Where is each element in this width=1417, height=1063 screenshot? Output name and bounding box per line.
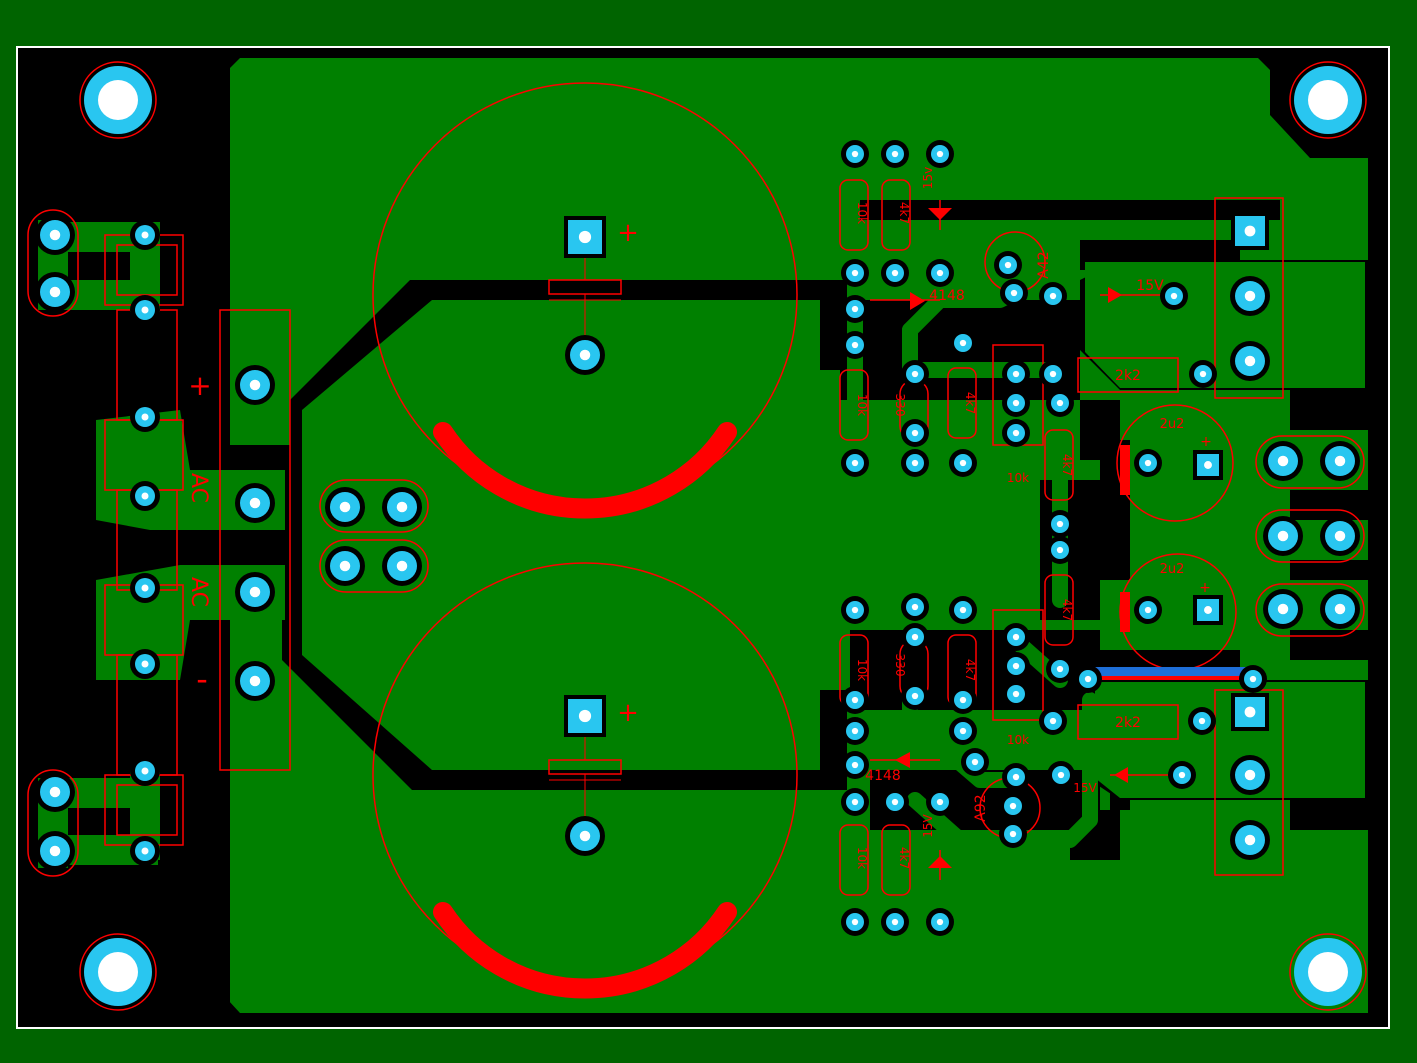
label-bottom-zener-a: 15V [1073,781,1097,795]
label-top-cap-330: 330 [893,394,907,417]
label-top-r-4k7-c: 4k7 [1060,454,1074,476]
label-top-pot-10k: 10k [1007,471,1029,485]
capacitor-top [372,82,798,519]
label-bottom-cap-330: 330 [893,654,907,677]
label-cap-bottom-plus: + [617,698,639,728]
label-bottom-cap-2u2-plus: + [1199,580,1211,596]
mounting-hole-bl [79,933,157,1011]
label-bottom-transistor: A92 [973,794,989,821]
mounting-hole-tr [1289,61,1367,139]
label-top-r-10k-b: 10k [855,394,869,416]
label-bottom-pot-10k: 10k [1007,733,1029,747]
label-bottom-cap-2u2: 2u2 [1160,562,1185,577]
label-top-r-4k7-a: 4k7 [897,202,911,224]
label-top-transistor: A42 [1036,251,1052,278]
capacitor-bottom [372,562,798,999]
label-minus-terminal: - [196,660,208,698]
mounting-hole-tl [79,61,157,139]
label-top-diode: 4148 [929,288,965,304]
label-bottom-r-2k2: 2k2 [1115,715,1141,731]
label-bottom-r-10k-b: 10k [855,847,869,869]
mounting-holes [79,61,1367,1011]
label-cap-top-plus: + [617,218,639,248]
label-top-r-10k-a: 10k [855,202,869,224]
silkscreen-fills [895,208,1130,868]
label-bottom-r-4k7-a: 4k7 [963,659,977,681]
label-plus-terminal: + [188,369,211,402]
label-bottom-r-10k-a: 10k [855,659,869,681]
label-ac-bottom: AC [186,577,211,607]
pads [35,140,1360,936]
label-top-zener-a: 15v [921,167,935,189]
mounting-hole-br [1289,933,1367,1011]
label-bottom-zener-b: 15V [921,813,935,837]
silkscreen-text: + - AC AC + + 10k 4k7 15v A42 4148 15V 2… [186,167,1212,869]
label-top-r-2k2: 2k2 [1115,368,1141,384]
label-top-cap-2u2-plus: + [1200,434,1212,450]
label-bottom-r-4k7-b: 4k7 [897,847,911,869]
label-ac-top: AC [186,473,211,503]
label-top-r-4k7-b: 4k7 [963,392,977,414]
label-bottom-diode: 4148 [865,768,901,784]
label-top-cap-2u2: 2u2 [1160,417,1185,432]
label-bottom-r-4k7-c: 4k7 [1060,599,1074,621]
regulator-copper-islands [1085,262,1365,798]
label-top-zener-b: 15V [1136,278,1164,294]
